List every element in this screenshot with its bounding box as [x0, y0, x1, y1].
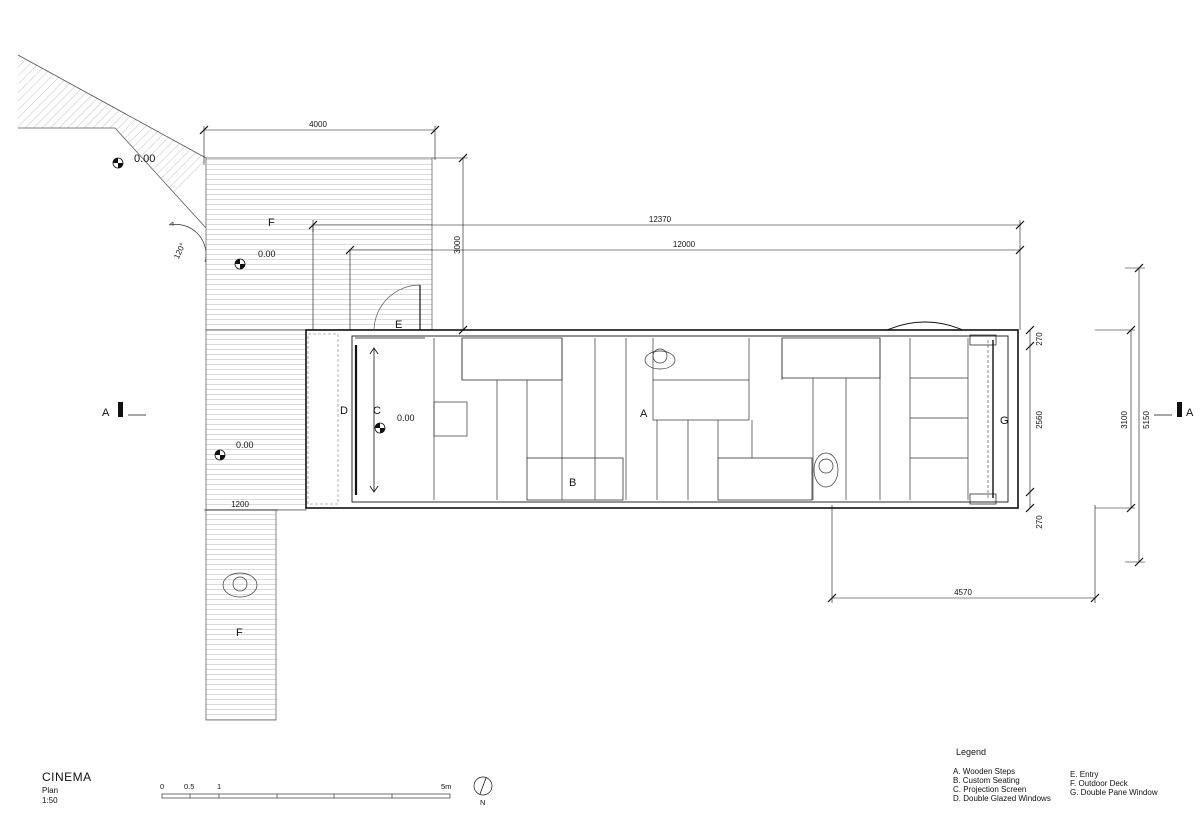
- label-F-bottom: F: [236, 627, 243, 639]
- drawing-subtitle: Plan: [42, 786, 58, 795]
- level-value-1: 0.00: [134, 153, 155, 165]
- label-A: A: [640, 408, 648, 420]
- drawing-title: CINEMA: [42, 770, 92, 784]
- section-marker-left: [118, 402, 123, 417]
- legend-item-a: A. Wooden Steps: [953, 767, 1015, 776]
- label-E: E: [395, 319, 402, 331]
- scale-bar: [161, 793, 451, 799]
- legend-item-c: C. Projection Screen: [953, 785, 1026, 794]
- legend-item-f: F. Outdoor Deck: [1070, 779, 1129, 788]
- outdoor-deck: [205, 157, 433, 721]
- diagonal-walkway: [17, 54, 207, 263]
- legend-item-e: E. Entry: [1070, 770, 1098, 779]
- legend-item-d: D. Double Glazed Windows: [953, 794, 1051, 803]
- dim-container-length: 12000: [673, 240, 696, 249]
- person-figures: [222, 348, 839, 598]
- dim-3100: 3100: [1120, 411, 1129, 429]
- level-marker-3: [374, 422, 386, 434]
- dim-container-width: 2560: [1035, 411, 1044, 429]
- level-marker-2: [234, 258, 246, 270]
- scale-tick-1: 1: [217, 782, 221, 791]
- level-marker-4: [214, 449, 226, 461]
- legend-item-b: B. Custom Seating: [953, 776, 1020, 785]
- label-G: G: [1000, 415, 1009, 427]
- level-marker-1: [112, 157, 124, 169]
- legend-title: Legend: [956, 747, 986, 757]
- section-marker-right: [1177, 402, 1182, 417]
- dimension-ticks: [199, 125, 1144, 603]
- level-value-4: 0.00: [236, 440, 254, 450]
- dim-5150: 5150: [1142, 411, 1151, 429]
- label-D: D: [340, 405, 348, 417]
- label-F-top: F: [268, 217, 275, 229]
- scale-tick-5m: 5m: [441, 782, 451, 791]
- drawing-scale: 1:50: [42, 796, 58, 805]
- scale-tick-05: 0.5: [184, 782, 194, 791]
- legend-item-g: G. Double Pane Window: [1070, 788, 1158, 797]
- level-value-2: 0.00: [258, 249, 276, 259]
- dim-angle: 120°: [172, 242, 187, 261]
- dim-gap-top: 270: [1035, 332, 1044, 346]
- dim-deck-depth: 3000: [453, 236, 462, 254]
- label-C: C: [373, 405, 381, 417]
- scale-tick-0: 0: [160, 782, 164, 791]
- level-value-3: 0.00: [397, 413, 415, 423]
- dim-deck-width: 4000: [309, 120, 327, 129]
- dimension-lines: [203, 126, 1145, 603]
- cinema-container: [305, 284, 1019, 509]
- north-label: N: [480, 798, 485, 807]
- level-markers: [112, 157, 386, 461]
- north-arrow-icon: [473, 776, 493, 796]
- dim-circle-diameter: 4570: [954, 588, 972, 597]
- dim-gap-bottom: 270: [1035, 515, 1044, 529]
- label-B: B: [569, 477, 576, 489]
- section-label-right: A: [1186, 407, 1194, 419]
- dim-walkway-width: 1200: [231, 500, 249, 509]
- section-label-left: A: [102, 407, 110, 419]
- dim-overall-length: 12370: [649, 215, 672, 224]
